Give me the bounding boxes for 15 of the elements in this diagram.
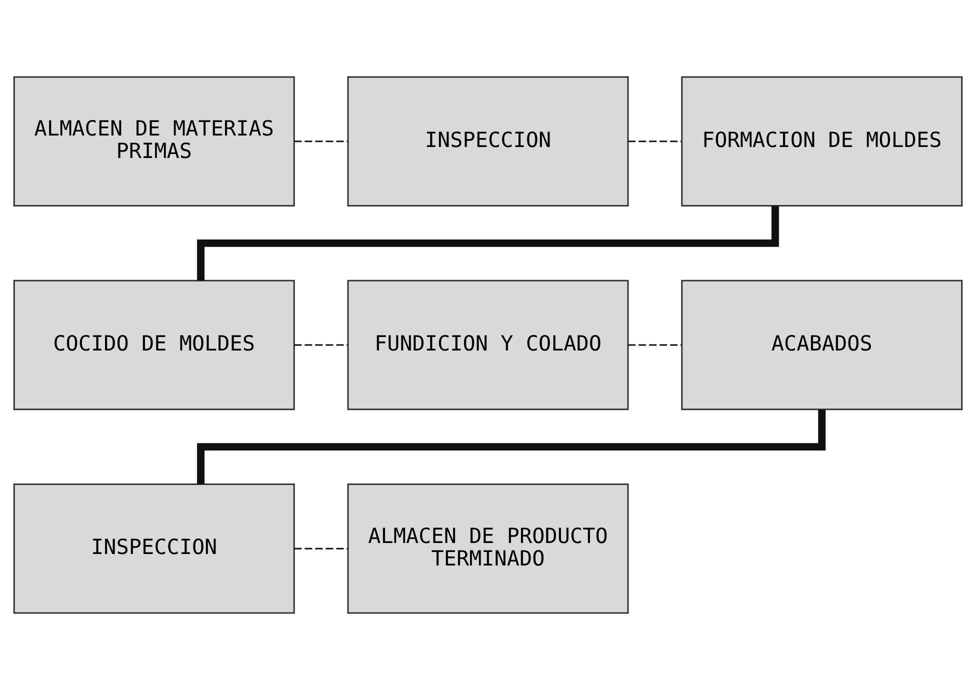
node-box: FUNDICION Y COLADO [347, 280, 629, 410]
node-box: ALMACEN DE MATERIAS PRIMAS [13, 76, 295, 206]
connector [628, 140, 682, 142]
connector [197, 409, 826, 484]
connector [294, 344, 348, 346]
connector [197, 206, 779, 281]
node-box: INSPECCION [347, 76, 629, 206]
connector [294, 140, 348, 142]
node-box: ALMACEN DE PRODUCTO TERMINADO [347, 484, 629, 614]
node-box: FORMACION DE MOLDES [681, 76, 963, 206]
node-box: INSPECCION [13, 484, 295, 614]
node-box: COCIDO DE MOLDES [13, 280, 295, 410]
connector [628, 344, 682, 346]
connector [294, 548, 348, 550]
node-box: ACABADOS [681, 280, 963, 410]
